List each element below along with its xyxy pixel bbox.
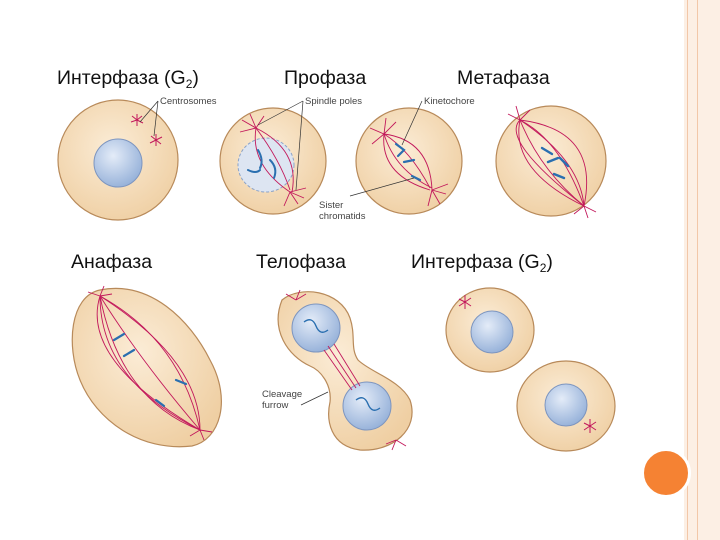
cell-prometaphase: Kinetochore Sister chromatids [319,96,475,222]
callout-sister: Sister [319,200,343,211]
decorative-orange-circle [641,448,691,498]
callout-kinetochore: Kinetochore [424,96,475,107]
cell-anaphase [72,286,221,447]
cytoplasm [72,288,221,446]
cell-interphase-top: Centrosomes [58,96,217,220]
callout-chromatids: chromatids [319,211,366,222]
nucleus-bottom [343,382,391,430]
callout-line [301,392,328,405]
cell-metaphase [496,106,606,218]
nucleus [94,139,142,187]
cell-prophase: Spindle poles [220,96,362,214]
nucleus [545,384,587,426]
callout-furrow: furrow [262,400,289,411]
daughter-cell-top [446,288,534,372]
nucleus-top [292,304,340,352]
nucleus [471,311,513,353]
callout-cleavage: Cleavage [262,389,302,400]
callout-centrosomes: Centrosomes [160,96,217,107]
daughter-cell-bottom [517,361,615,451]
cell-telophase: Cleavage furrow [262,290,412,450]
callout-spindle-poles: Spindle poles [305,96,362,107]
nucleus-breaking [238,138,294,192]
